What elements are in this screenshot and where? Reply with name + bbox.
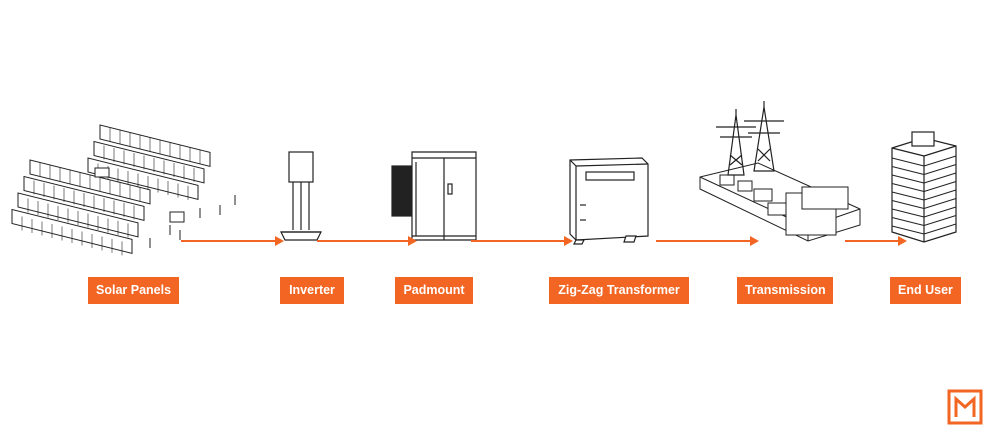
stage-label-zig-zag-transformer: Zig-Zag Transformer: [549, 277, 689, 304]
transmission-substation-icon: [699, 101, 861, 242]
stage-label-transmission: Transmission: [737, 277, 833, 304]
stage-label-solar-panels: Solar Panels: [88, 277, 179, 304]
flow-arrow-3: [471, 236, 573, 246]
solar-panel-array-icon: [11, 124, 236, 256]
flow-arrow-5: [845, 236, 907, 246]
stage-label-padmount: Padmount: [395, 277, 473, 304]
flow-arrow-4: [656, 236, 759, 246]
flow-arrow-2: [317, 236, 417, 246]
stage-label-inverter: Inverter: [280, 277, 344, 304]
stage-label-end-user: End User: [890, 277, 961, 304]
building-icon: [891, 131, 957, 243]
zig-zag-transformer-icon: [569, 157, 649, 245]
inverter-icon: [280, 151, 322, 241]
flow-arrow-1: [181, 236, 284, 246]
brand-logo-icon: [947, 389, 983, 425]
padmount-transformer-icon: [391, 151, 477, 241]
